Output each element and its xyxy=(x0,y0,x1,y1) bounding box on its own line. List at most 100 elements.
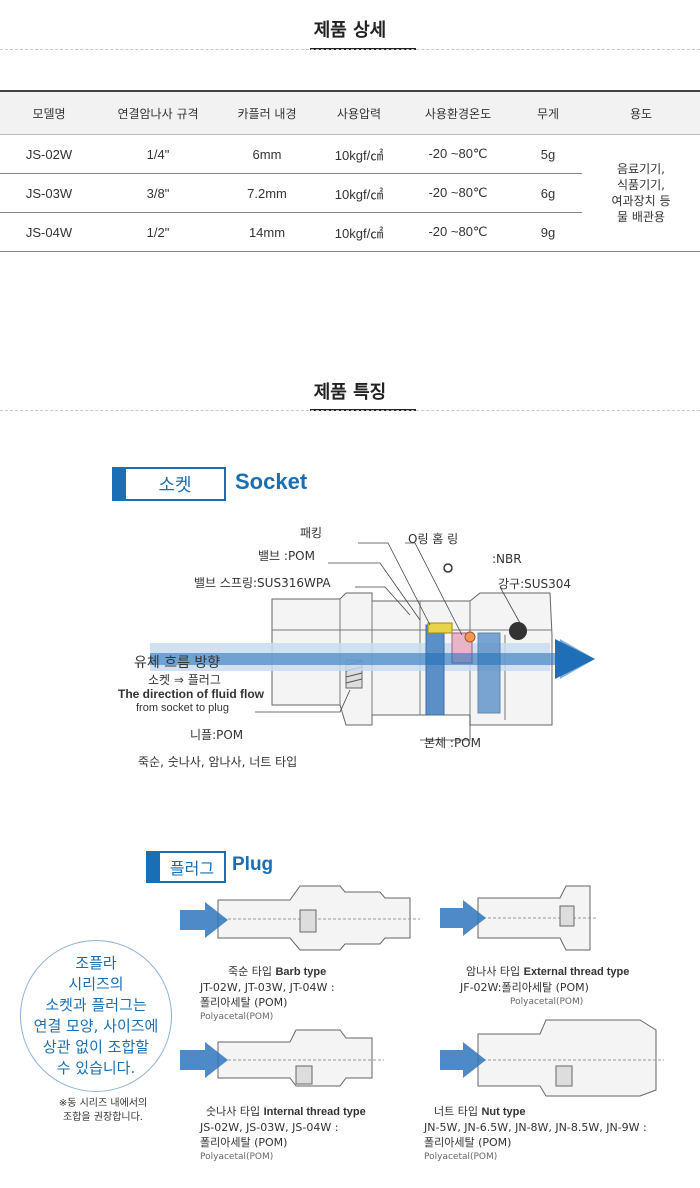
plug-barb-en: Barb type xyxy=(275,966,327,978)
col-inner-diameter: 카플러 내경 xyxy=(218,90,316,135)
plug-nut-caption: 너트 타입 Nut type JN-5W, JN-6.5W, JN-8W, JN… xyxy=(424,1104,647,1165)
circle-line: 시리즈의 xyxy=(68,975,124,993)
socket-types: 죽순, 숫나사, 암나사, 너트 타입 xyxy=(138,755,298,769)
cell-model: JS-02W xyxy=(0,134,98,174)
cell-inner-diameter: 14mm xyxy=(218,212,316,252)
plug-nut-material: 폴리아세탈 (POM) xyxy=(424,1136,512,1149)
flow-arrow xyxy=(150,639,595,679)
cell-thread: 3/8" xyxy=(98,173,218,213)
plug-nut-drawing xyxy=(440,1019,664,1097)
circle-line: 상관 없이 조합할 xyxy=(42,1038,150,1056)
socket-label-bar xyxy=(114,469,126,499)
note-line: 조합을 권장합니다. xyxy=(63,1112,143,1123)
plug-label-en: Plug xyxy=(232,854,274,875)
plug-internal-caption: 숫나사 타입 Internal thread type JS-02W, JS-0… xyxy=(200,1104,366,1165)
plug-barb-models: JT-02W, JT-03W, JT-04W : xyxy=(200,981,335,994)
body-part xyxy=(477,632,501,714)
plug-nut-kr: 너트 타입 xyxy=(434,1105,478,1118)
col-usage: 용도 xyxy=(582,90,700,135)
cell-model: JS-04W xyxy=(0,212,98,252)
plug-external-en: External thread type xyxy=(523,966,630,978)
usage-line: 음료기기, xyxy=(617,162,665,176)
cell-temperature: -20 ~80℃ xyxy=(402,134,514,174)
plug-barb-caption: 죽순 타입 Barb type JT-02W, JT-03W, JT-04W :… xyxy=(200,964,335,1025)
note-line: ※동 시리즈 내에서의 xyxy=(58,1098,148,1109)
annotation-packing: 패킹 xyxy=(300,526,323,540)
cell-usage: 음료기기, 식품기기, 여과장치 등 물 배관용 xyxy=(582,134,700,252)
cell-pressure: 10kgf/㎠ xyxy=(316,212,402,252)
plug-nut-material-en: Polyacetal(POM) xyxy=(424,1152,498,1162)
annotation-oring-material: :NBR xyxy=(492,552,522,566)
socket-diagram xyxy=(150,542,595,741)
cell-pressure: 10kgf/㎠ xyxy=(316,134,402,174)
combination-note: ※동 시리즈 내에서의 조합을 권장합니다. xyxy=(28,1097,178,1125)
cell-thread: 1/2" xyxy=(98,212,218,252)
annotation-valve: 밸브 :POM xyxy=(258,549,315,563)
plug-internal-en: Internal thread type xyxy=(263,1106,366,1118)
packing-part xyxy=(427,622,453,634)
features-divider xyxy=(0,410,700,411)
detail-divider xyxy=(0,49,700,50)
plug-external-models: JF-02W: xyxy=(460,981,502,994)
flow-direction-kr: 유체 흐름 방향 xyxy=(134,655,221,671)
plug-internal-material: 폴리아세탈 (POM) xyxy=(200,1136,288,1149)
plug-external-kr: 암나사 타입 xyxy=(466,965,521,978)
plug-nut-models: JN-5W, JN-6.5W, JN-8W, JN-8.5W, JN-9W : xyxy=(424,1121,647,1134)
plug-barb-material: 폴리아세탈 (POM) xyxy=(200,996,288,1009)
plug-barb-drawing xyxy=(180,885,420,951)
circle-line: 조플라 xyxy=(75,954,117,972)
cell-weight: 6g xyxy=(514,173,582,213)
socket-label-en: Socket xyxy=(235,469,308,494)
usage-line: 식품기기, xyxy=(617,178,665,192)
plug-external-caption: 암나사 타입 External thread type JF-02W:폴리아세탈… xyxy=(460,964,629,1010)
cell-thread: 1/4" xyxy=(98,134,218,174)
spec-table-header: 모델명 연결암나사 규격 카플러 내경 사용압력 사용환경온도 무게 용도 xyxy=(0,90,700,135)
plug-barb-material-en: Polyacetal(POM) xyxy=(200,1012,274,1022)
col-temperature: 사용환경온도 xyxy=(402,90,514,135)
annotation-nipple: 니플:POM xyxy=(190,728,244,742)
plug-external-thread-drawing xyxy=(440,885,596,951)
usage-line: 물 배관용 xyxy=(617,210,665,224)
plug-internal-material-en: Polyacetal(POM) xyxy=(200,1152,274,1162)
annotation-valve-spring: 밸브 스프링:SUS316WPA xyxy=(194,576,331,590)
col-weight: 무게 xyxy=(514,90,582,135)
annotation-steel-ball: 강구:SUS304 xyxy=(498,577,572,591)
plug-barb-kr: 죽순 타입 xyxy=(228,965,272,978)
plug-nut-en: Nut type xyxy=(481,1106,526,1118)
annotation-oring: O링 홈 링 xyxy=(408,532,459,546)
col-model: 모델명 xyxy=(0,90,98,135)
flow-arrow-head xyxy=(555,639,595,679)
col-thread: 연결암나사 규격 xyxy=(98,90,218,135)
plug-label-kr: 플러그 xyxy=(169,859,215,878)
steel-ball xyxy=(509,622,527,640)
cell-model: JS-03W xyxy=(0,173,98,213)
col-pressure: 사용압력 xyxy=(316,90,402,135)
features-section-title: 제품 특징 xyxy=(313,382,387,403)
plug-internal-thread-drawing xyxy=(180,1029,384,1087)
flow-direction-en1: The direction of fluid flow xyxy=(118,687,264,701)
oring-dot xyxy=(464,631,476,643)
cell-weight: 5g xyxy=(514,134,582,174)
plug-external-material-en: Polyacetal(POM) xyxy=(510,997,584,1007)
cell-temperature: -20 ~80℃ xyxy=(402,173,514,213)
flow-direction-en2: from socket to plug xyxy=(136,702,229,714)
table-row: JS-02W 1/4" 6mm 10kgf/㎠ -20 ~80℃ 5g 음료기기… xyxy=(0,134,700,252)
circle-line: 연결 모양, 사이즈에 xyxy=(33,1017,159,1035)
flow-direction-kr2: 소켓 ⇒ 플러그 xyxy=(148,673,221,687)
oring-symbol-circle xyxy=(443,563,453,573)
cell-inner-diameter: 6mm xyxy=(218,134,316,174)
usage-line: 여과장치 등 xyxy=(611,194,671,208)
detail-section-title: 제품 상세 xyxy=(313,20,387,41)
circle-line: 수 있습니다. xyxy=(56,1059,136,1077)
cell-inner-diameter: 7.2mm xyxy=(218,173,316,213)
socket-label-box: 소켓 xyxy=(112,467,226,501)
cell-pressure: 10kgf/㎠ xyxy=(316,173,402,213)
plug-internal-kr: 숫나사 타입 xyxy=(206,1105,261,1118)
plug-internal-models: JS-02W, JS-03W, JS-04W : xyxy=(200,1121,339,1134)
circle-line: 소켓과 플러그는 xyxy=(45,996,147,1014)
spec-table: 모델명 연결암나사 규격 카플러 내경 사용압력 사용환경온도 무게 용도 JS… xyxy=(0,90,700,252)
plug-label-bar xyxy=(148,853,160,881)
table-row: JS-04W 1/2" 14mm 10kgf/㎠ -20 ~80℃ 9g xyxy=(0,212,700,252)
annotation-body: 본체 :POM xyxy=(424,736,481,750)
cell-weight: 9g xyxy=(514,212,582,252)
